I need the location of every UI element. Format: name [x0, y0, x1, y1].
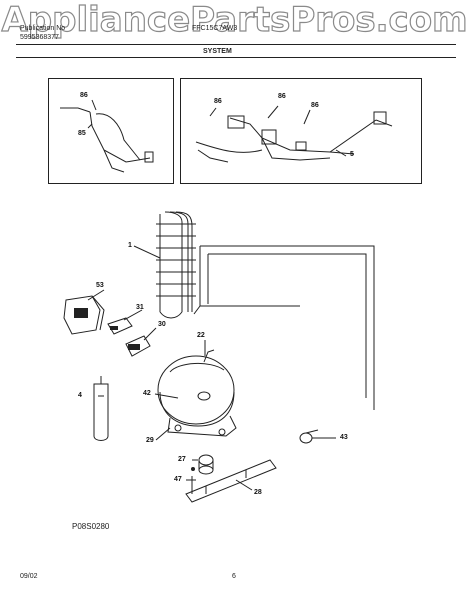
drier-part: [93, 383, 109, 441]
callout-86-a: 86: [214, 98, 222, 105]
watermark-text: AppliancePartsPros.com: [1, 0, 468, 41]
header-rule-bottom: [16, 57, 456, 58]
inset-left-box: [48, 78, 174, 184]
publication-number: 5995368377: [20, 34, 59, 41]
callout-22: 22: [197, 332, 205, 339]
callout-31: 31: [136, 304, 144, 311]
cover-part: [125, 335, 151, 357]
header-rule-top: [16, 44, 456, 45]
base-plate-part: [185, 459, 277, 503]
wire-harness-left: [60, 107, 91, 113]
callout-86-left: 86: [80, 92, 88, 99]
callout-27: 27: [178, 456, 186, 463]
inset-right-box: [180, 78, 422, 184]
callout-85: 85: [78, 130, 86, 137]
callout-42: 42: [143, 390, 151, 397]
callout-86-c: 86: [311, 102, 319, 109]
callout-29: 29: [146, 437, 154, 444]
clamp-part: [299, 432, 313, 444]
cabinet-liner: [200, 245, 375, 410]
callout-28: 28: [254, 489, 262, 496]
model-number: FFC15C7AW3: [192, 25, 238, 32]
grommet-part: [198, 454, 214, 466]
callout-86-b: 86: [278, 93, 286, 100]
page-number: 6: [232, 573, 236, 580]
section-title: SYSTEM: [203, 48, 232, 55]
callout-53: 53: [96, 282, 104, 289]
callout-1: 1: [128, 242, 132, 249]
callout-5: 5: [350, 151, 354, 158]
callout-47: 47: [174, 476, 182, 483]
callout-30: 30: [158, 321, 166, 328]
overload-part: [107, 317, 133, 335]
publication-label: Publication No: [20, 25, 66, 32]
drawing-code: P08S0280: [72, 522, 110, 531]
callout-4: 4: [78, 392, 82, 399]
callout-43: 43: [340, 434, 348, 441]
compressor-body: [157, 355, 235, 425]
footer-date: 09/02: [20, 573, 38, 580]
wire-harness-right: [195, 141, 263, 153]
